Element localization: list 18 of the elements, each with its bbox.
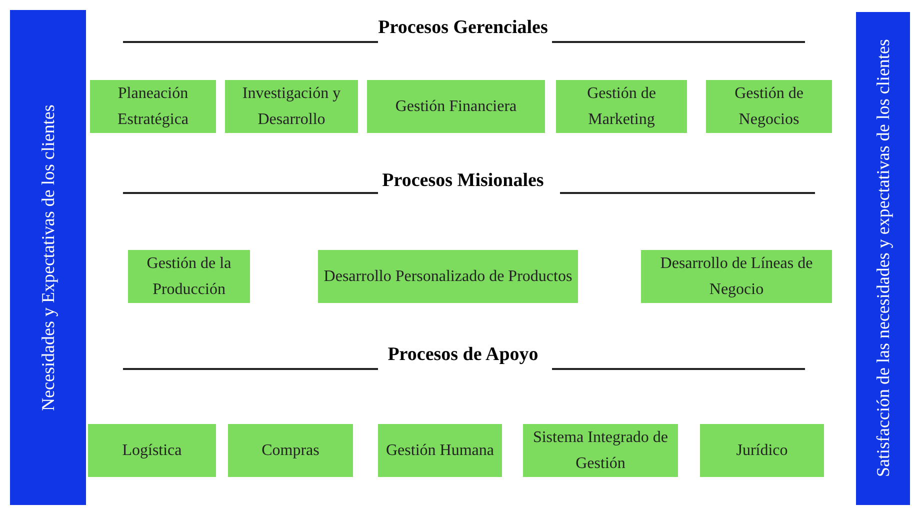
section-heading: Procesos Gerenciales	[377, 16, 549, 40]
process-box: Gestión de Marketing	[556, 80, 687, 133]
process-box: Gestión de Negocios	[706, 80, 832, 133]
process-box: Desarrollo Personalizado de Productos	[318, 250, 578, 303]
side-band: Satisfacción de las necesidades y expectativas de los clientes	[856, 12, 910, 505]
process-box: Sistema Integrado de Gestión	[523, 424, 678, 477]
process-box: Compras	[228, 424, 353, 477]
process-box: Gestión Financiera	[367, 80, 545, 133]
process-box: Planeación Estratégica	[90, 80, 216, 133]
process-box: Logística	[88, 424, 216, 477]
process-box: Investigación y Desarrollo	[225, 80, 358, 133]
process-box: Gestión Humana	[378, 424, 502, 477]
section-heading: Procesos de Apoyo	[386, 343, 540, 367]
process-box: Jurídico	[700, 424, 824, 477]
side-band: Necesidades y Expectativas de los clientes	[10, 10, 86, 505]
process-box: Desarrollo de Líneas de Negocio	[641, 250, 832, 303]
process-box: Gestión de la Producción	[128, 250, 250, 303]
section-heading: Procesos Misionales	[381, 169, 545, 193]
